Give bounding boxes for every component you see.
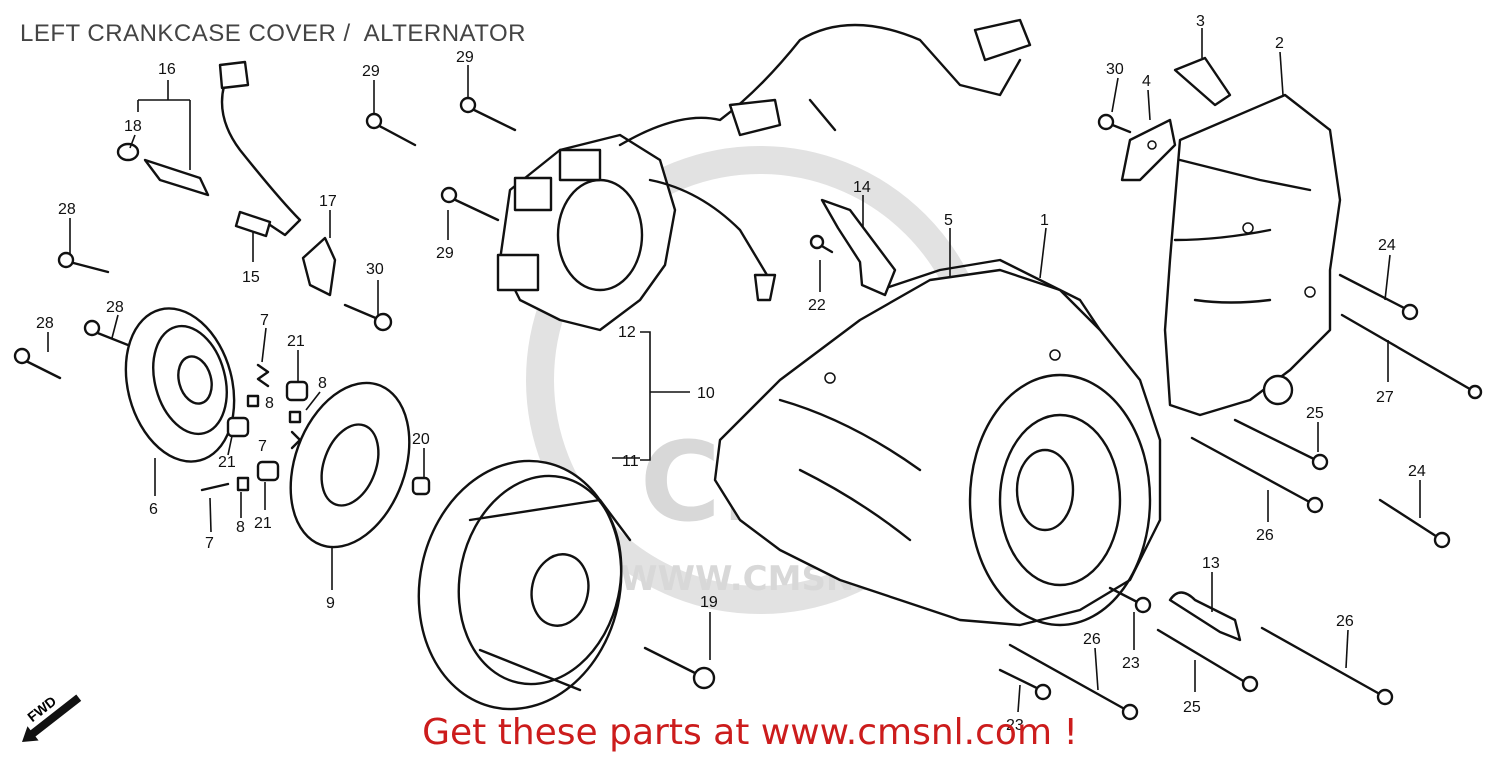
part-7-spring <box>290 430 302 450</box>
callout-13: 13 <box>1202 555 1220 572</box>
part-8-cap <box>236 476 250 492</box>
callout-29a: 29 <box>362 63 380 80</box>
page-title: LEFT CRANKCASE COVER / ALTERNATOR <box>20 20 526 47</box>
callout-29c: 29 <box>436 245 454 262</box>
callout-28b: 28 <box>36 315 54 332</box>
callout-6: 6 <box>149 501 158 518</box>
part-21-roller <box>285 380 309 402</box>
bolts <box>13 96 1483 721</box>
callout-4: 4 <box>1142 73 1151 90</box>
callout-22: 22 <box>808 297 826 314</box>
part-9-plate <box>289 381 411 549</box>
promo-link[interactable]: Get these parts at www.cmsnl.com ! <box>422 712 1078 753</box>
callout-25a: 25 <box>1306 405 1324 422</box>
callout-19: 19 <box>700 594 718 611</box>
part-7-spring <box>200 482 230 492</box>
callout-23a: 23 <box>1122 655 1140 672</box>
callout-21a: 21 <box>287 333 305 350</box>
part-21-roller <box>226 416 250 438</box>
callout-11: 11 <box>622 453 639 470</box>
callout-2: 2 <box>1275 35 1284 52</box>
part-13-clamp <box>1168 591 1242 642</box>
callout-21c: 21 <box>254 515 272 532</box>
part-29-bolt <box>445 194 500 222</box>
callout-8b: 8 <box>318 375 327 392</box>
callout-23b: 23 <box>1006 717 1024 734</box>
part-26-bolt <box>1190 436 1317 507</box>
part-11-flywheel <box>417 459 632 711</box>
part-1-crankcase-cover <box>713 268 1162 627</box>
callout-7c: 7 <box>205 535 214 552</box>
callout-7b: 7 <box>258 438 267 455</box>
part-27-bolt <box>1340 313 1477 394</box>
callout-3: 3 <box>1196 13 1205 30</box>
callout-24b: 24 <box>1408 463 1426 480</box>
part-4-bracket <box>1120 118 1177 182</box>
small-parts <box>200 363 431 496</box>
callout-30b: 30 <box>1106 61 1124 78</box>
callout-labels: 1 2 3 4 5 6 7 7 7 8 8 8 9 10 11 12 13 14… <box>36 13 1426 734</box>
callout-7a: 7 <box>260 312 269 329</box>
part-18-ring <box>116 142 140 162</box>
callout-20: 20 <box>412 431 430 448</box>
part-25-bolt <box>1156 628 1252 687</box>
callout-26b: 26 <box>1083 631 1101 648</box>
part-24-bolt <box>1338 273 1414 314</box>
callout-21b: 21 <box>218 454 236 471</box>
callout-9: 9 <box>326 595 335 612</box>
leader-lines <box>47 28 1421 713</box>
callout-1: 1 <box>1040 212 1049 229</box>
callout-10: 10 <box>697 385 715 402</box>
part-2-outer-cover <box>1163 93 1342 417</box>
part-8-cap <box>246 394 260 408</box>
callout-5: 5 <box>944 212 953 229</box>
part-7-spring <box>256 363 270 388</box>
callout-16: 16 <box>158 61 176 78</box>
part-3-plate <box>1173 56 1232 107</box>
part-5-gasket <box>878 258 1102 332</box>
part-21-roller <box>256 460 280 482</box>
callout-12: 12 <box>618 324 636 341</box>
callout-17: 17 <box>319 193 337 210</box>
callout-29b: 29 <box>456 49 474 66</box>
part-6-starter-clutch <box>124 307 236 463</box>
callout-25b: 25 <box>1183 699 1201 716</box>
part-14-bracket <box>820 198 897 297</box>
part-12-stator <box>496 18 1032 332</box>
callout-14: 14 <box>853 179 871 196</box>
part-24-bolt <box>1378 498 1444 542</box>
callout-15: 15 <box>242 269 260 286</box>
part-16-pulser <box>143 60 302 238</box>
callout-30a: 30 <box>366 261 384 278</box>
part-26-bolt <box>1260 626 1387 699</box>
part-8-cap <box>288 410 302 424</box>
callout-28c: 28 <box>106 299 124 316</box>
callout-8c: 8 <box>236 519 245 536</box>
callout-28a: 28 <box>58 201 76 218</box>
callout-26c: 26 <box>1336 613 1354 630</box>
part-25-bolt <box>1233 418 1322 464</box>
callout-26a: 26 <box>1256 527 1274 544</box>
part-17-plate <box>301 236 337 297</box>
callout-24a: 24 <box>1378 237 1396 254</box>
callout-27: 27 <box>1376 389 1394 406</box>
part-26-bolt <box>1008 643 1132 714</box>
part-20-dowel <box>411 476 431 496</box>
callout-18: 18 <box>124 118 142 135</box>
callout-8a: 8 <box>265 395 274 412</box>
